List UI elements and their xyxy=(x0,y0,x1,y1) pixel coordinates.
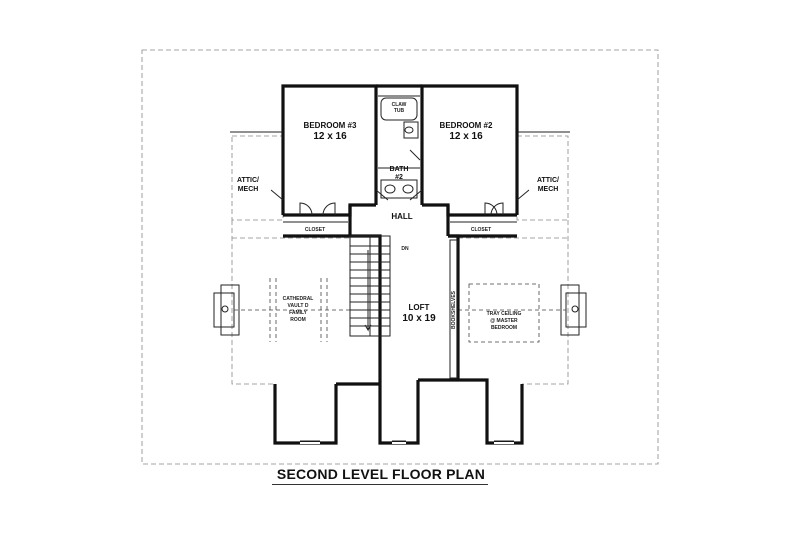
plan-title-underline xyxy=(272,484,488,485)
bookshelves-label: BOOKSHELVES xyxy=(451,290,457,329)
bedroom2-name: BEDROOM #2 xyxy=(440,121,493,130)
loft-size: 10 x 19 xyxy=(402,313,436,324)
tray-ceiling-outline xyxy=(468,283,540,343)
left-attic-outline xyxy=(231,135,284,221)
attic-left-line1: ATTIC/ xyxy=(237,177,259,184)
attic-right-line2: MECH xyxy=(538,186,559,193)
attic-left-line2: MECH xyxy=(238,186,259,193)
closet-right-label: CLOSET xyxy=(471,227,491,233)
master-tray-line1: TRAY CEILING xyxy=(487,311,522,317)
family-vault-line1: CATHEDRAL xyxy=(283,296,314,302)
family-vault-line3: FAMILY xyxy=(289,310,308,316)
master-tray-line2: @ MASTER xyxy=(490,318,518,324)
left-lower-roof-outline xyxy=(231,220,275,385)
staircase xyxy=(349,235,391,337)
master-tray-line3: BEDROOM xyxy=(491,325,517,331)
right-attic-outline xyxy=(516,135,569,221)
bookshelves-unit xyxy=(449,239,458,379)
hall-label: HALL xyxy=(391,212,412,221)
bath-number: #2 xyxy=(395,174,403,181)
right-chimney xyxy=(560,284,587,336)
bedroom3-size: 12 x 16 xyxy=(313,131,347,142)
family-vault-line2: VAULT D xyxy=(288,303,309,309)
claw-tub-line2: TUB xyxy=(394,108,405,114)
claw-tub-line1: CLAW xyxy=(392,102,407,108)
windows xyxy=(300,440,514,444)
bath-name: BATH xyxy=(390,166,409,173)
doors xyxy=(270,149,530,216)
family-vault-line4: ROOM xyxy=(290,317,306,323)
vault-marks xyxy=(234,278,566,342)
plan-title: SECOND LEVEL FLOOR PLAN xyxy=(276,466,486,482)
closet-left-label: CLOSET xyxy=(305,227,325,233)
bedroom3-name: BEDROOM #3 xyxy=(304,121,357,130)
attic-right-line1: ATTIC/ xyxy=(537,177,559,184)
loft-name: LOFT xyxy=(409,303,430,312)
lot-boundary xyxy=(141,49,659,465)
stair-dn-label: DN xyxy=(401,246,409,252)
bedroom2-size: 12 x 16 xyxy=(449,131,483,142)
bath-fixtures xyxy=(380,97,419,199)
right-lower-roof-outline xyxy=(522,220,569,385)
